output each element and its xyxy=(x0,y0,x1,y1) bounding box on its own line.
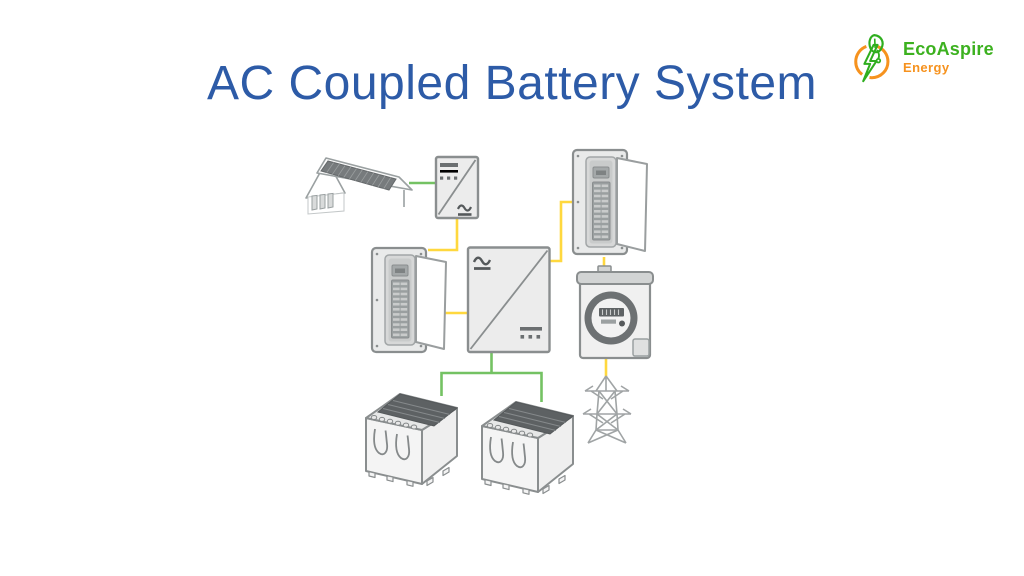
battery-2 xyxy=(481,401,574,496)
brand-name: EcoAspire xyxy=(903,38,994,59)
wire-battery-inverter-to-main-panel xyxy=(550,200,574,263)
leaf-lightning-circle-icon xyxy=(854,34,890,83)
battery-inverter xyxy=(466,246,551,354)
ac-coupled-battery-diagram xyxy=(305,148,654,496)
main-service-panel xyxy=(571,148,649,256)
utility-meter xyxy=(576,265,654,360)
backup-loads-panel xyxy=(370,246,448,354)
wire-solar-inverter-to-backup-panel xyxy=(428,217,459,252)
battery-1 xyxy=(365,393,458,488)
grid-tower xyxy=(582,375,632,444)
brand-tagline: Energy xyxy=(903,59,950,75)
brand-text: EcoAspire Energy xyxy=(903,38,994,75)
solar-inverter xyxy=(434,155,480,220)
page-title: AC Coupled Battery System xyxy=(206,57,818,110)
brand-logo: EcoAspire Energy xyxy=(850,30,994,84)
wire-battery-inverter-to-batteries xyxy=(440,352,543,402)
solar-house xyxy=(305,157,413,215)
